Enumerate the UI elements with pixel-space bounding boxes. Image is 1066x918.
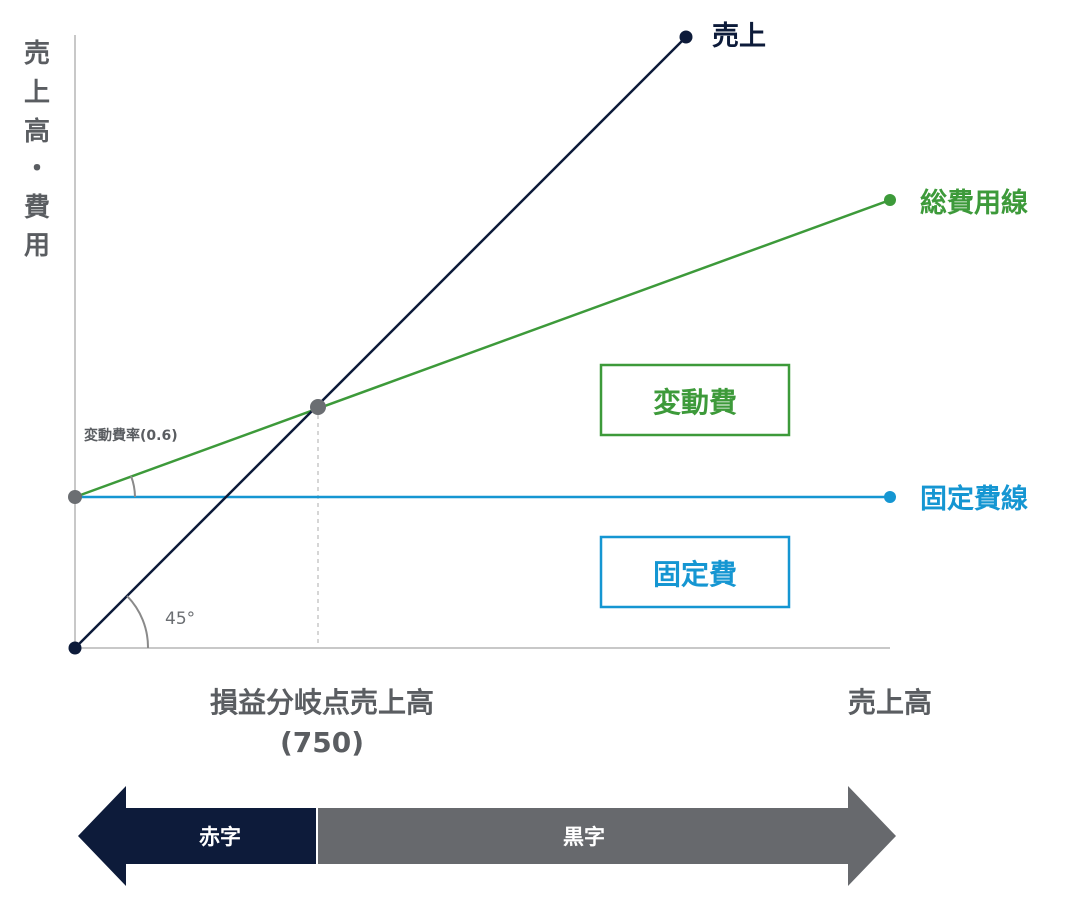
total-cost-line: [74, 198, 891, 499]
profit-band: [318, 786, 896, 886]
profit-loss-bar: 赤字 黒字: [78, 786, 896, 886]
fixed-cost-box-label: 固定費: [653, 558, 737, 591]
variable-rate-angle-arc: [130, 475, 136, 498]
origin-marker: [68, 641, 82, 655]
break-even-sales-label: 損益分岐点売上高: [210, 686, 434, 719]
fixed-cost-start-marker: [68, 490, 82, 504]
fixed-cost-line-label: 固定費線: [920, 483, 1028, 515]
y-axis-label-char: 売: [24, 39, 50, 69]
profit-label: 黒字: [563, 825, 605, 849]
loss-label: 赤字: [199, 825, 241, 849]
y-axis-label-char: 上: [24, 78, 50, 108]
variable-cost-rate-label: 変動費率(0.6): [84, 427, 178, 444]
y-axis-label-char: 高: [24, 116, 50, 147]
sales-axis-label: 売上高: [848, 686, 932, 719]
y-axis-label-char: 費: [24, 193, 50, 223]
break-even-sales-value: (750): [280, 726, 364, 759]
y-axis-label-char: ・: [24, 154, 50, 184]
y-axis-label-char: 用: [24, 231, 50, 261]
y-axis-label: 売 上 高 ・ 費 用: [24, 39, 50, 261]
variable-cost-box-label: 変動費: [653, 386, 737, 419]
sales-line-label: 売上: [712, 21, 766, 52]
total-cost-line-label: 総費用線: [920, 187, 1028, 219]
sales-angle-arc: [126, 595, 150, 649]
total-cost-line-end-marker: [884, 194, 896, 206]
break-even-point-marker: [310, 399, 326, 415]
sales-line-end-marker: [679, 30, 693, 44]
sales-line: [74, 36, 687, 649]
fixed-cost-line-end-marker: [884, 491, 896, 503]
angle-label: 45°: [165, 609, 195, 629]
variable-cost-box: [599, 363, 791, 437]
fixed-cost-box: [599, 535, 791, 609]
loss-band: [78, 786, 316, 886]
